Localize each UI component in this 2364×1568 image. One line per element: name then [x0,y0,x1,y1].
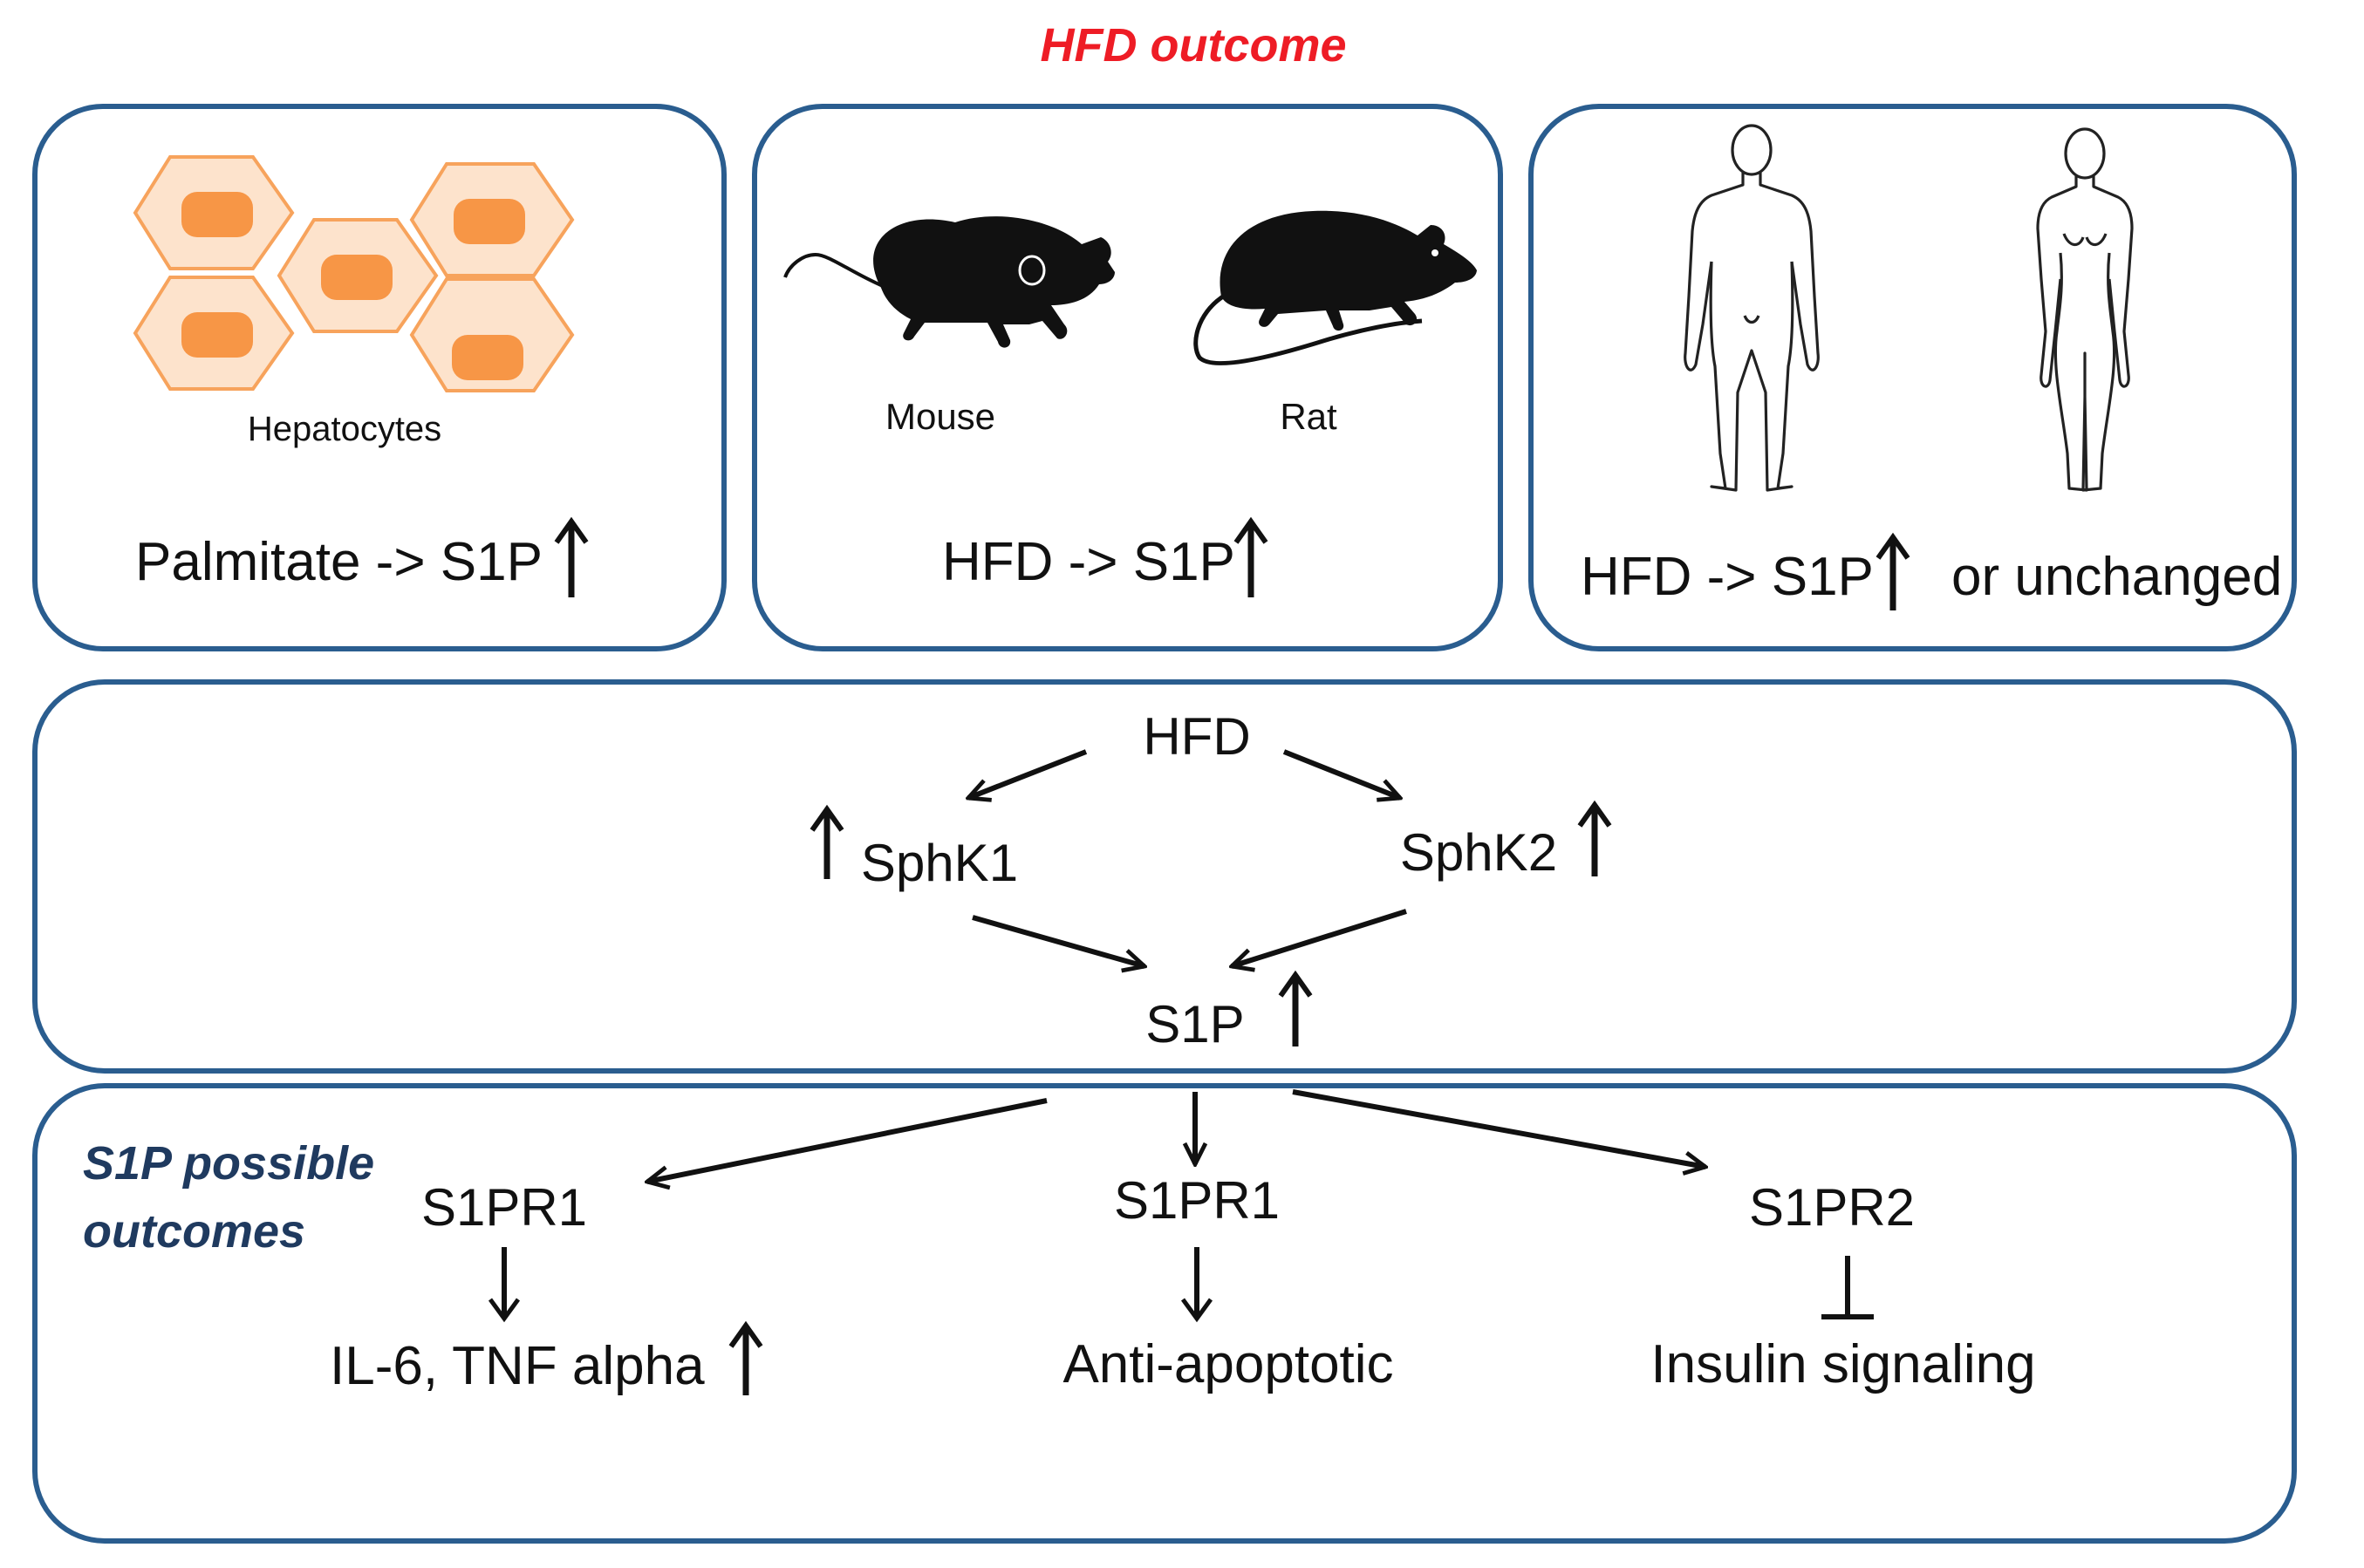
hepatocyte-cluster [133,155,575,392]
rat-silhouette-icon [1193,210,1477,365]
mouse-label: Mouse [885,396,995,437]
pathway-sphk2: SphK2 [1400,823,1557,882]
down-arrow-icon [488,1247,521,1323]
pathway-s1p: S1P [1145,995,1244,1053]
pathway-sphk1: SphK1 [861,834,1018,892]
outcome-left-receptor: S1PR1 [421,1178,587,1237]
arrow-hfd-to-sphk2 [1282,749,1400,798]
up-arrow-icon [1577,800,1612,876]
up-arrow-icon [810,804,844,879]
figure-title: HFD outcome [1041,19,1347,72]
humans-result-text: HFD -> S1P [1581,547,1874,607]
down-arrow-icon [1180,1247,1213,1323]
cells-result-text: Palmitate -> S1P [135,532,543,592]
arrow-s1p-to-right [1292,1089,1705,1167]
hepatocytes-label: Hepatocytes [248,410,441,448]
up-arrow-icon [1278,970,1313,1046]
mouse-silhouette-icon [783,216,1115,348]
arrow-sphk1-to-s1p [972,915,1144,966]
hepatocyte-cell-icon [409,162,575,277]
outcomes-heading-line1: S1P possible [83,1137,374,1190]
outcome-middle-effect: Anti-apoptotic [1062,1334,1393,1394]
rodents-result-text: HFD -> S1P [942,532,1235,592]
panel-outcomes [32,1083,2297,1544]
panel-rodents [752,104,1503,651]
panel-pathway [32,679,2297,1074]
arrow-sphk2-to-s1p [1232,909,1407,966]
male-body-outline-icon [1684,124,1820,492]
hepatocyte-cell-icon [133,276,295,391]
up-arrow-icon [1233,516,1268,597]
outcomes-heading-line2: outcomes [83,1205,305,1258]
pathway-hfd: HFD [1143,707,1250,766]
female-body-outline-icon [2036,127,2134,492]
arrow-s1p-to-left [647,1098,1048,1182]
outcome-left-effect: IL-6, TNF alpha [330,1336,705,1396]
outcome-middle-receptor: S1PR1 [1114,1171,1280,1230]
hepatocyte-cell-icon [277,218,439,333]
outcome-right-effect: Insulin signaling [1650,1334,2035,1394]
outcome-right-receptor: S1PR2 [1749,1178,1915,1237]
rat-label: Rat [1280,396,1337,437]
hepatocyte-cell-icon [409,277,575,392]
panel-cells [32,104,727,651]
inhibition-bar-icon [1821,1256,1874,1319]
humans-alt-text: or unchanged [1951,547,2282,607]
hepatocyte-cell-icon [133,155,295,270]
panel-humans [1528,104,2297,651]
up-arrow-icon [728,1320,763,1395]
up-arrow-icon [554,516,589,597]
up-arrow-icon [1875,532,1910,610]
arrow-hfd-to-sphk1 [968,749,1088,798]
